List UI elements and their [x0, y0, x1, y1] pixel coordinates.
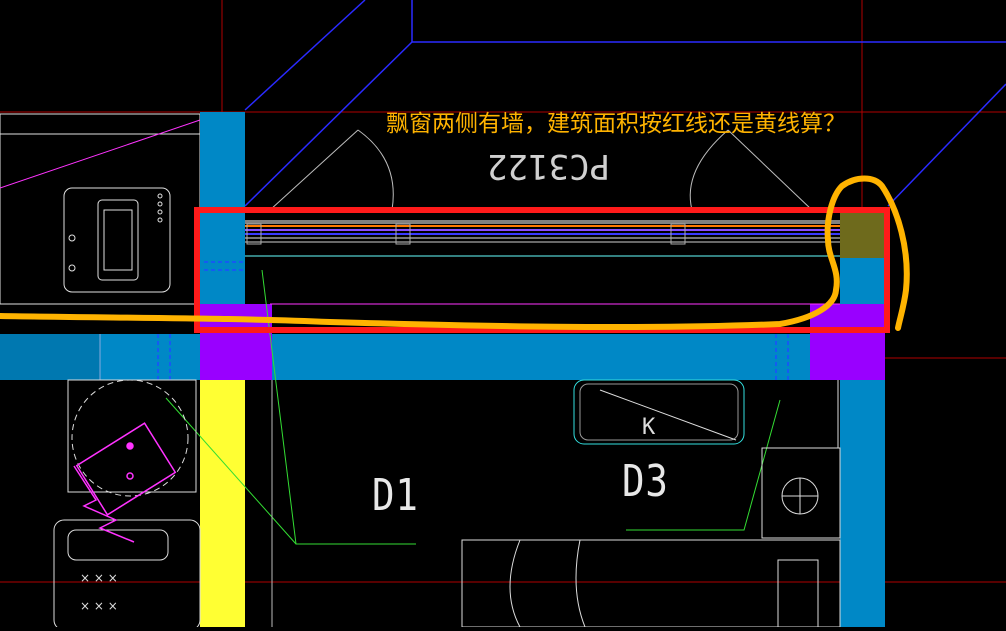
- room-label-d1: D1: [372, 470, 419, 521]
- lower-fixtures: [53, 379, 841, 631]
- window-tag-mirrored: PC3122: [487, 146, 610, 186]
- wall-vertical-left: [200, 112, 245, 334]
- cyan-box: K: [573, 379, 745, 445]
- red-boundary-box: [194, 207, 890, 333]
- dash-markers: [157, 261, 789, 380]
- magenta-shape: [73, 422, 177, 543]
- svg-text:× × ×: × × ×: [80, 571, 118, 585]
- annotation-question: 飘窗两侧有墙，建筑面积按红线还是黄线算？: [386, 111, 846, 137]
- svg-text:× × ×: × × ×: [80, 599, 118, 613]
- leader-lines: [165, 269, 781, 545]
- yellow-freehand-boundary: [0, 175, 910, 331]
- column-left: [200, 304, 272, 380]
- x-marks: × × × × × ×: [80, 571, 118, 613]
- door-swing-arcs: [269, 129, 813, 211]
- bay-window-strip: [245, 220, 840, 305]
- room-label-d3: D3: [622, 456, 669, 507]
- left-cabinet: [0, 113, 201, 305]
- magenta-diagonal: [0, 119, 201, 189]
- column-right: [810, 304, 885, 380]
- wall-vertical-right: [840, 210, 885, 627]
- olive-block: [840, 210, 885, 258]
- wall-horizontal: [0, 334, 885, 380]
- yellow-column: [200, 380, 245, 627]
- blue-outline-lines: [244, 0, 1006, 207]
- svg-text:K: K: [642, 415, 656, 440]
